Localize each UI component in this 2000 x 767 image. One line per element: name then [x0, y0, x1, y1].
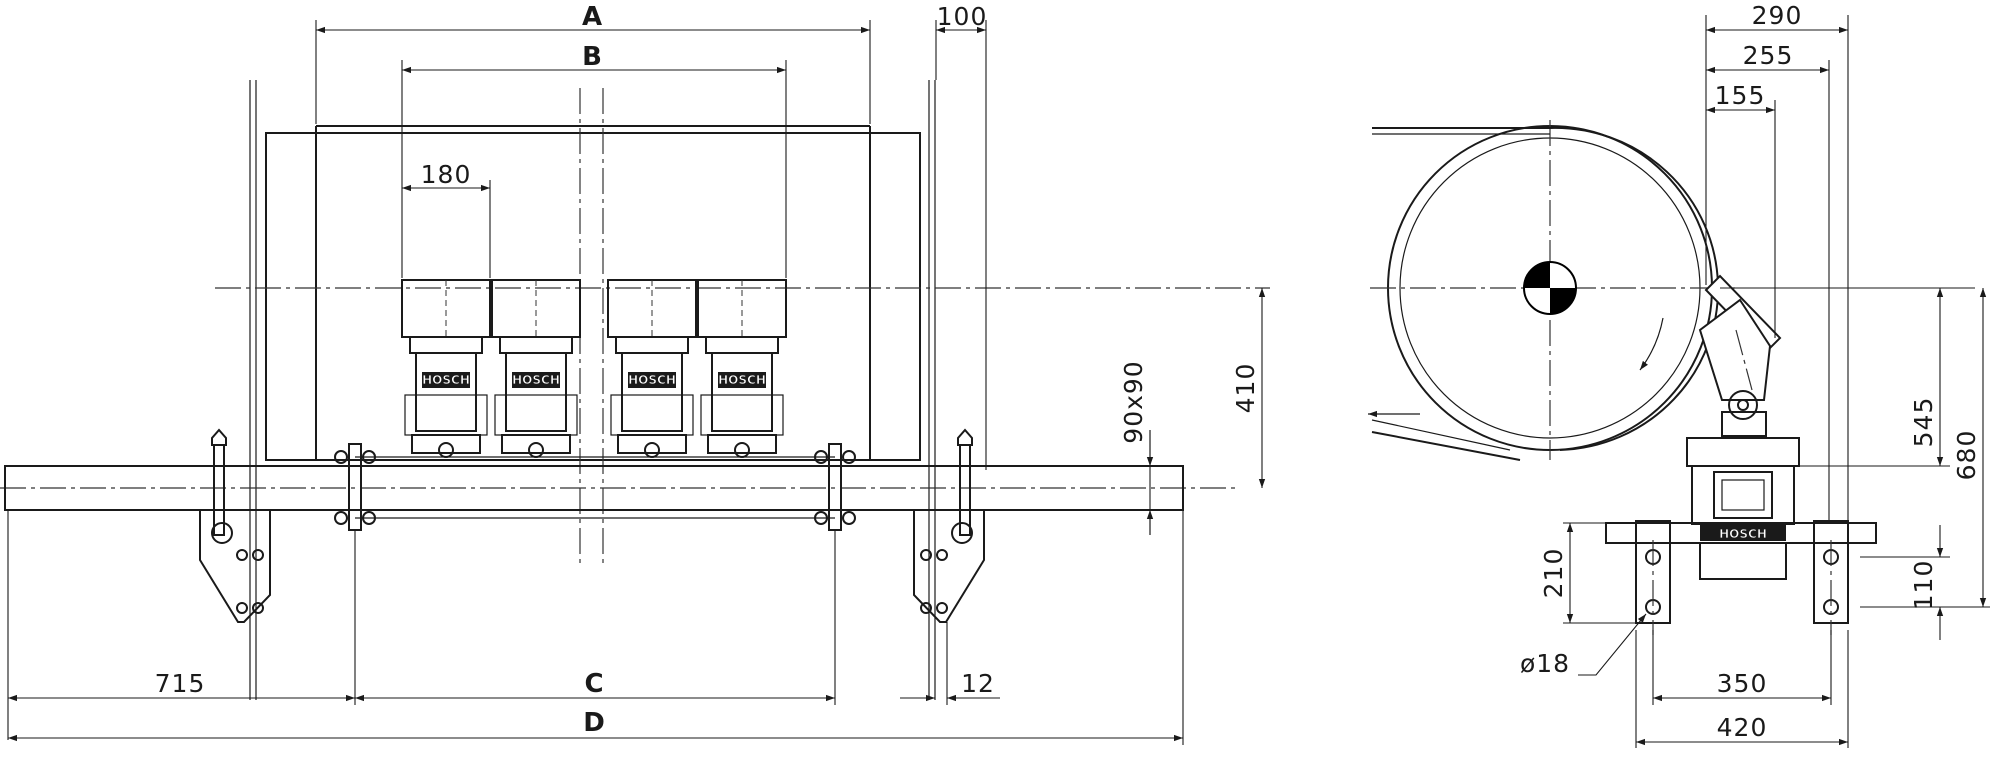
right-mounting-bracket [913, 428, 985, 623]
dimension-label-155: 155 [1715, 81, 1766, 110]
belt-pulley-outline [265, 125, 921, 461]
dimension-label-b: B [582, 42, 602, 72]
dimension-label-545: 545 [1909, 397, 1938, 448]
dimension-label-a: A [582, 2, 602, 32]
dimension-label-715: 715 [155, 669, 206, 698]
front-view: HOSCH HOSCH HOSCH [0, 2, 1270, 745]
side-extension-lines [1563, 15, 1990, 748]
dimension-label-255: 255 [1743, 41, 1794, 70]
dimension-label-c: C [584, 669, 603, 699]
dimension-label-d: D [583, 708, 605, 738]
dimension-label-420: 420 [1717, 713, 1768, 742]
scraper-module-1: HOSCH [401, 279, 491, 458]
dimension-label-110: 110 [1909, 560, 1938, 611]
dimension-label-100: 100 [937, 2, 988, 31]
crossbeam-side: HOSCH [1605, 522, 1877, 544]
belt-direction-arrows [1368, 317, 1664, 418]
side-dimension-lines [1566, 26, 1987, 746]
side-view: HOSCH [1368, 1, 1990, 748]
side-brackets [1635, 520, 1849, 635]
extension-lines [7, 20, 1184, 745]
scraper-brand-label: HOSCH [512, 373, 560, 387]
dimension-label-290: 290 [1752, 1, 1803, 30]
dimension-label-hole-diameter: ø18 [1520, 649, 1570, 678]
scraper-arm [1698, 274, 1782, 437]
left-mounting-bracket [199, 428, 271, 623]
scraper-housing [1686, 437, 1800, 580]
frame-side-plates [249, 80, 936, 700]
dimension-label-210: 210 [1539, 548, 1568, 599]
dimension-label-90x90: 90x90 [1119, 360, 1148, 443]
dimension-lines [8, 26, 1266, 742]
scraper-brand-label: HOSCH [628, 373, 676, 387]
scraper-brand-label: HOSCH [422, 373, 470, 387]
center-lines [0, 88, 1270, 565]
dimension-label-410: 410 [1231, 363, 1260, 414]
cross-beam [4, 456, 1184, 519]
dimension-label-350: 350 [1717, 669, 1768, 698]
scraper-brand-label: HOSCH [718, 373, 766, 387]
scraper-module-4: HOSCH [697, 279, 787, 458]
scraper-brand-label-side: HOSCH [1719, 527, 1767, 541]
dimension-label-180: 180 [421, 160, 472, 189]
scraper-module-2: HOSCH [491, 279, 581, 458]
dimension-label-12: 12 [961, 669, 995, 698]
scraper-module-3: HOSCH [607, 279, 697, 458]
dimension-label-680: 680 [1952, 430, 1981, 481]
pulley-center-mark [1523, 261, 1577, 315]
